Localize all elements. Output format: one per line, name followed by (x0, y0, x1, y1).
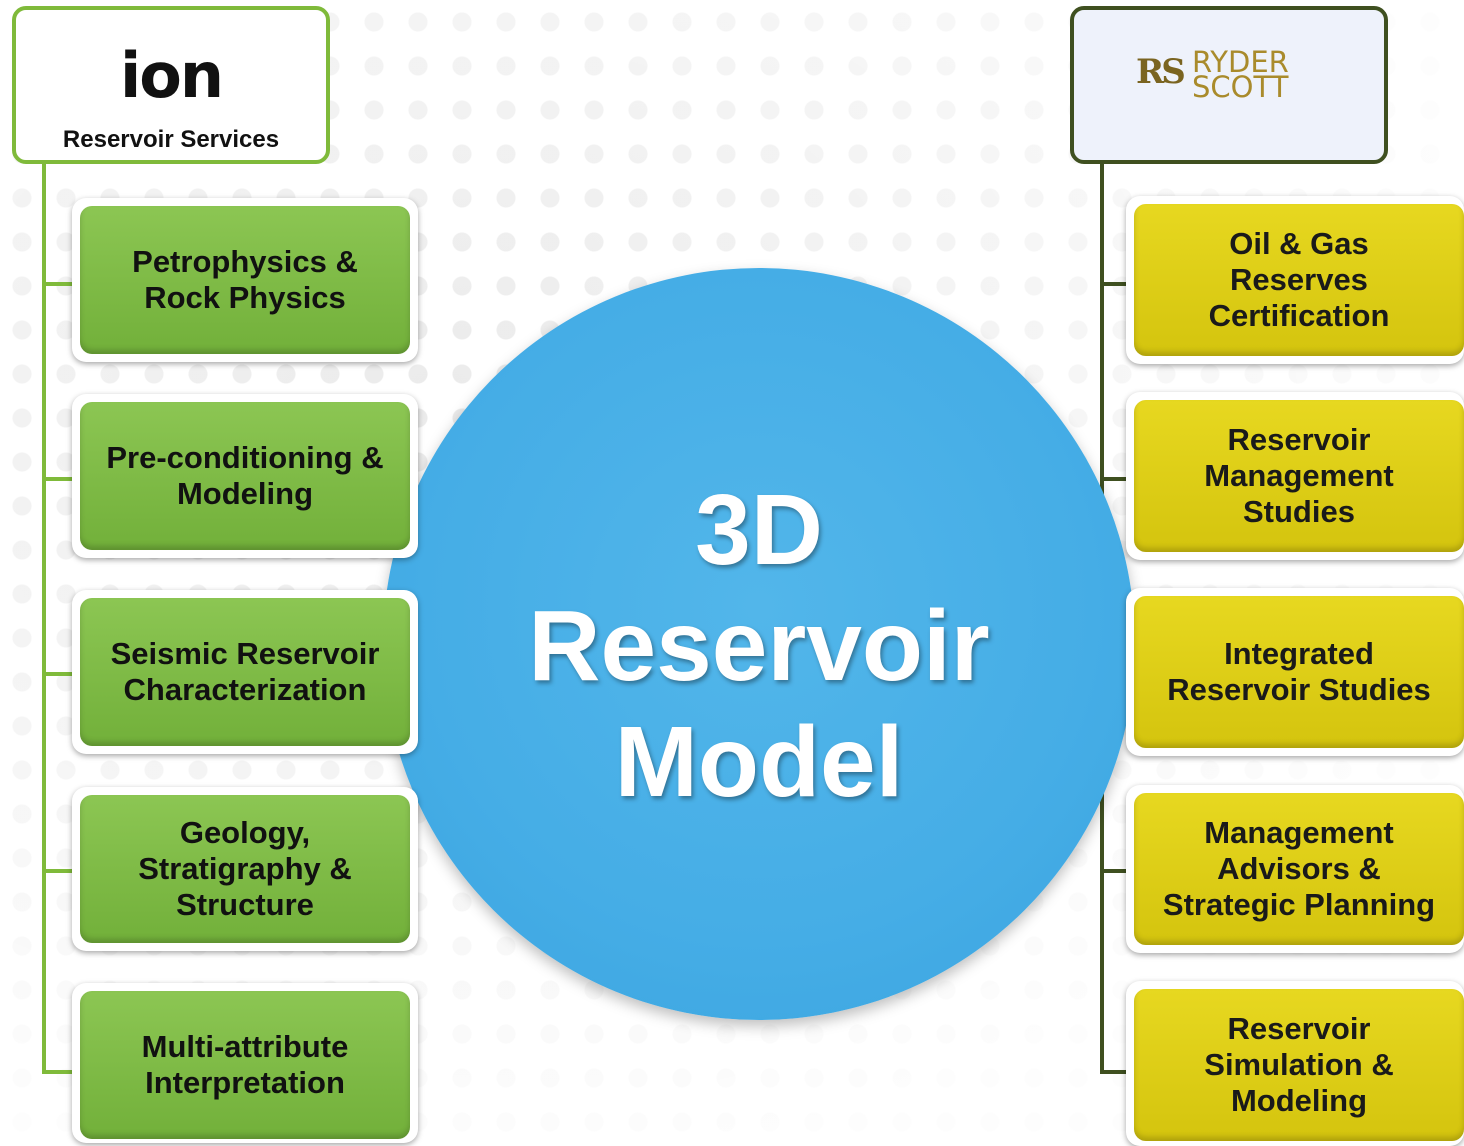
ion-logo-text: ion (120, 39, 224, 112)
left-tree-trunk (42, 164, 46, 1074)
right-branch-2 (1100, 477, 1130, 481)
card-line: Simulation & (1204, 1047, 1394, 1082)
left-branch-4 (42, 869, 74, 873)
left-branch-1 (42, 282, 74, 286)
card-line: Pre-conditioning & (106, 440, 384, 475)
card-line: Oil & Gas (1229, 226, 1369, 261)
center-title: 3D Reservoir Model (383, 472, 1135, 820)
ion-logo: ion (16, 45, 326, 107)
card-line: Multi-attribute (141, 1029, 349, 1064)
ryder-scott-logo-box: RS RYDER SCOTT (1070, 6, 1388, 164)
card-line: Reserves (1230, 262, 1368, 297)
card-line: Reservoir (1227, 422, 1371, 457)
center-circle: 3D Reservoir Model (383, 268, 1135, 1020)
card-line: Management (1204, 815, 1394, 850)
card-line: Petrophysics & (132, 244, 358, 279)
ion-logo-box: ion Reservoir Services (12, 6, 330, 164)
service-card-preconditioning: Pre-conditioning &Modeling (80, 402, 410, 550)
ion-subtitle: Reservoir Services (62, 126, 280, 153)
center-title-line: 3D (695, 474, 823, 586)
ryder-scott-mark: RS (1136, 52, 1186, 92)
ryder-scott-name-line2: SCOTT (1192, 70, 1289, 104)
card-line: Seismic Reservoir (110, 636, 380, 671)
ryder-scott-name-line1: RYDER (1192, 45, 1289, 79)
card-line: Stratigraphy & (138, 851, 352, 886)
card-line: Management (1204, 458, 1394, 493)
card-line: Integrated (1224, 636, 1374, 671)
center-title-line: Model (614, 706, 904, 818)
left-branch-2 (42, 477, 74, 481)
card-line: Reservoir (1227, 1011, 1371, 1046)
card-line: Reservoir Studies (1167, 672, 1431, 707)
card-line: Characterization (123, 672, 367, 707)
card-line: Structure (176, 887, 314, 922)
ryder-scott-name: RYDER SCOTT (1192, 45, 1342, 104)
card-line: Certification (1208, 298, 1390, 333)
card-line: Rock Physics (144, 280, 346, 315)
right-branch-5 (1100, 1070, 1130, 1074)
card-line: Modeling (176, 476, 314, 511)
card-line: Modeling (1230, 1083, 1368, 1118)
card-line: Geology, (179, 815, 311, 850)
left-branch-5 (42, 1070, 74, 1074)
card-line: Interpretation (145, 1065, 345, 1100)
service-card-geology: Geology,Stratigraphy &Structure (80, 795, 410, 943)
service-card-petrophysics: Petrophysics &Rock Physics (80, 206, 410, 354)
left-branch-3 (42, 672, 74, 676)
card-line: Advisors & (1217, 851, 1381, 886)
right-branch-1 (1100, 282, 1130, 286)
center-title-line: Reservoir (528, 590, 990, 702)
card-line: Strategic Planning (1162, 887, 1436, 922)
right-branch-4 (1100, 869, 1130, 873)
card-line: Studies (1243, 494, 1355, 529)
